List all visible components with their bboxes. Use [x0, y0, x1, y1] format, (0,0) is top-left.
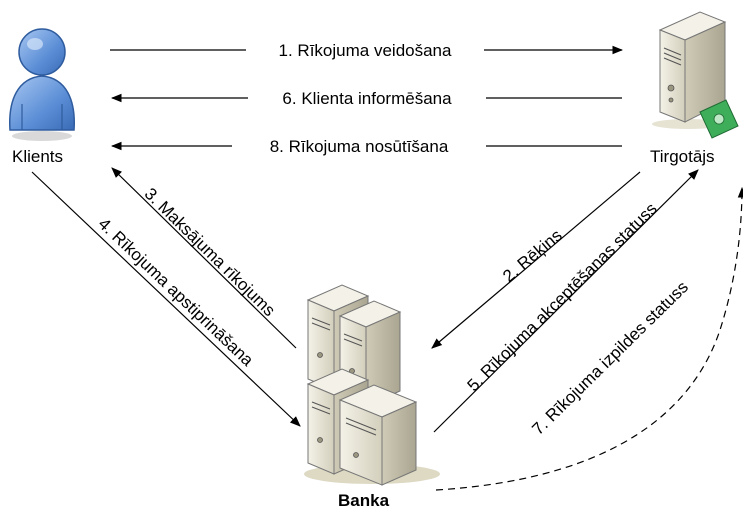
- merchant-label: Tirgotājs: [650, 147, 715, 166]
- edge-1-label-bg: [246, 38, 484, 60]
- edge-4-line: [31, 171, 301, 427]
- edge-4-label: 4. Rīkojuma apstiprināšana: [95, 214, 258, 370]
- edge-6-label-bg: [248, 86, 486, 108]
- client-label: Klients: [12, 147, 63, 166]
- merchant-server-icon: [652, 11, 727, 129]
- edge-1-label: 1. Rīkojuma veidošana: [279, 41, 452, 60]
- edge-8-label-bg: [232, 134, 486, 156]
- edge-5-label: 5. Rīkojuma akceptēšanas statuss: [464, 199, 661, 395]
- edge-6-label: 6. Klienta informēšana: [282, 89, 452, 108]
- edge-3-label: 3. Maksājuma rīkojums: [141, 184, 279, 320]
- edge-5-line: [433, 169, 699, 433]
- edge-2-label: 2. Rēķins: [499, 226, 565, 286]
- edge-7-line: [435, 186, 743, 491]
- bank-label: Banka: [338, 491, 390, 510]
- edge-2-line: [431, 171, 641, 349]
- bank-server-icon: [304, 284, 440, 486]
- client-person-icon: [9, 28, 75, 141]
- edge-3-line: [111, 167, 297, 349]
- money-icon: [699, 99, 739, 139]
- edge-8-label: 8. Rīkojuma nosūtīšana: [270, 137, 449, 156]
